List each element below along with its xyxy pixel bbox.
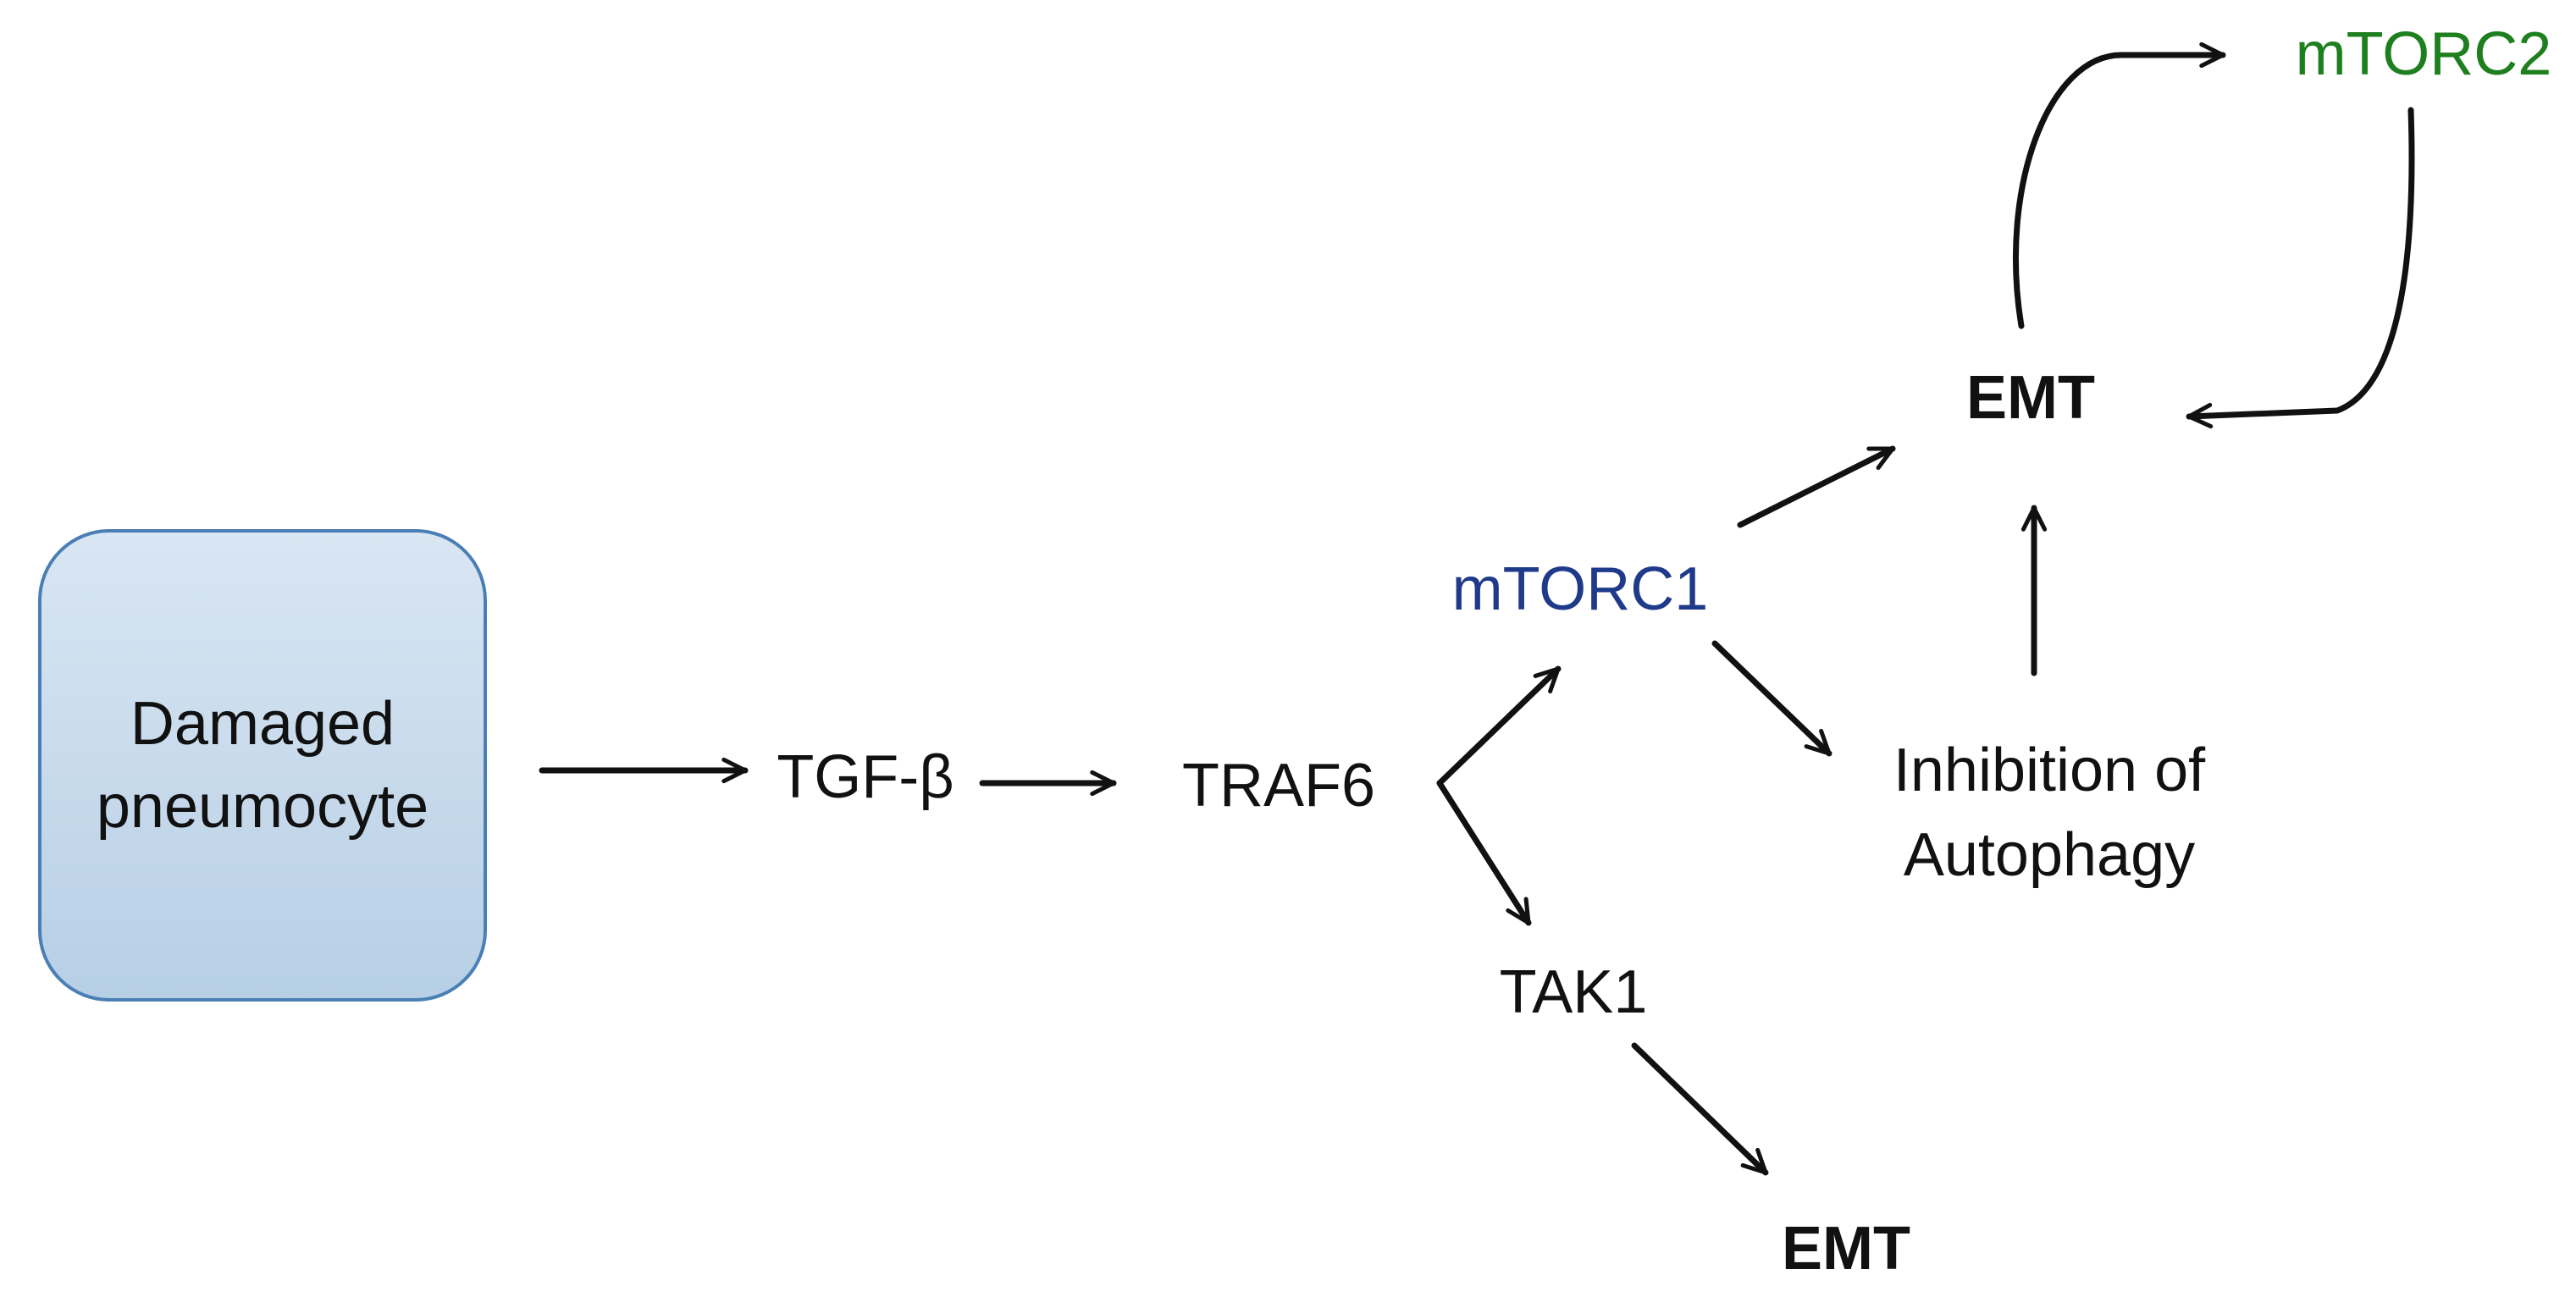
arrow-tak1-to-emt-lower	[1631, 1042, 1769, 1176]
mtorc1-label: mTORC1	[1451, 555, 1709, 623]
damaged-pneumocyte-box: Damaged pneumocyte	[38, 529, 487, 1002]
damaged-pneumocyte-text: Damaged pneumocyte	[96, 690, 429, 841]
tgf-beta-label: TGF-β	[777, 743, 954, 811]
emt-lower-label: EMT	[1782, 1215, 1910, 1283]
damaged-pneumocyte-label: Damaged pneumocyte	[97, 682, 428, 848]
arrow-mtorc2-to-emt-upper	[2186, 107, 2415, 429]
arrow-traf6-to-mtorc1	[1436, 665, 1562, 786]
inhibition-of-autophagy-text: Inhibition of Autophagy	[1893, 737, 2206, 889]
tak1-label: TAK1	[1499, 958, 1648, 1026]
traf6-label: TRAF6	[1181, 752, 1376, 820]
emt-upper-label: EMT	[1966, 364, 2095, 432]
arrow-traf6-to-tak1	[1436, 780, 1532, 926]
arrow-emt-upper-to-mtorc2	[2013, 41, 2226, 329]
mtorc2-label: mTORC2	[2295, 20, 2552, 88]
arrow-mtorc1-to-inhibition	[1711, 640, 1832, 757]
arrow-mtorc1-to-emt-upper	[1737, 445, 1896, 528]
inhibition-of-autophagy-label: Inhibition of Autophagy	[1893, 728, 2205, 897]
